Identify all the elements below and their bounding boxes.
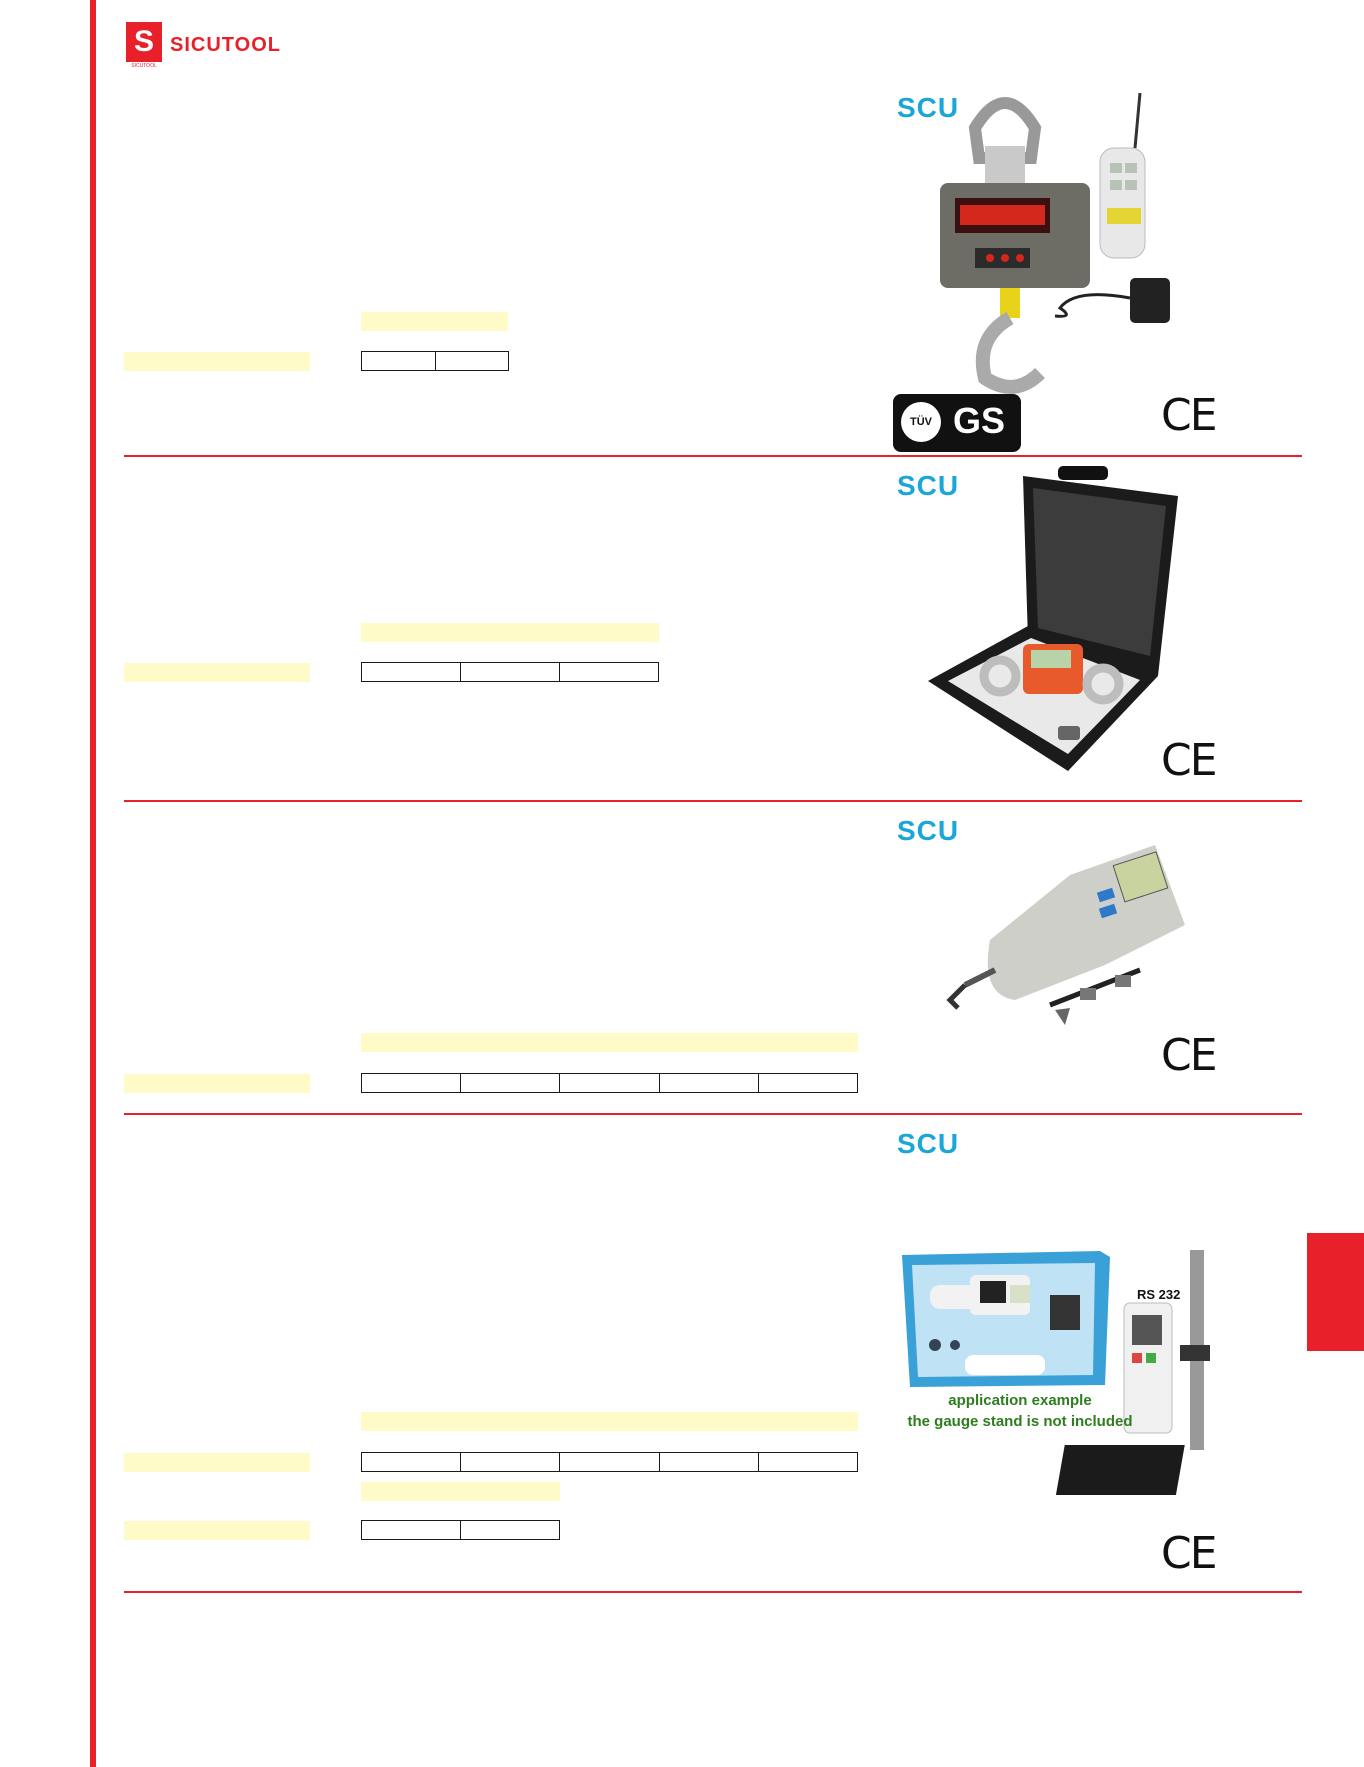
ce-mark: CE <box>1161 390 1218 441</box>
chapter-side-tab <box>1307 1233 1364 1351</box>
row-label-highlight <box>124 1453 310 1472</box>
scu-logo: SCU <box>897 92 960 123</box>
table-header-highlight <box>361 1412 858 1431</box>
logo-subtext: SICUTOOL <box>131 63 157 69</box>
section-divider <box>124 800 1302 802</box>
ce-mark: CE <box>1161 1030 1218 1081</box>
tuv-icon: TÜV <box>901 402 941 442</box>
table-cell <box>461 1521 559 1539</box>
row-label-highlight <box>124 352 310 371</box>
left-accent-bar <box>90 0 96 1767</box>
ce-mark: CE <box>1161 1528 1218 1579</box>
row-label-highlight <box>124 663 310 682</box>
logo-mark: S <box>126 22 162 62</box>
gs-icon: GS <box>953 400 1006 441</box>
table-cell <box>461 663 560 681</box>
scu-logo: SCU <box>897 815 960 846</box>
row-label-highlight <box>124 1074 310 1093</box>
digital-force-gauge-kit-icon <box>902 1250 1210 1495</box>
table-cell <box>362 663 461 681</box>
tuv-gs-certification-badge: TÜV GS <box>893 394 1021 452</box>
spec-table-row <box>361 351 509 371</box>
table-cell <box>436 352 509 370</box>
force-gauge-icon <box>946 845 1185 1025</box>
table-cell <box>759 1453 857 1471</box>
spec-table-row <box>361 1520 560 1540</box>
section-divider <box>124 455 1302 457</box>
table-cell <box>362 1074 462 1092</box>
table-header-highlight <box>361 1033 858 1052</box>
case-dynamometer-icon <box>928 466 1178 771</box>
spec-table-row <box>361 662 659 682</box>
section-divider <box>124 1591 1302 1593</box>
ce-mark: CE <box>1161 735 1218 786</box>
table-cell <box>362 352 436 370</box>
rs232-label: RS 232 <box>1137 1287 1181 1302</box>
table-cell <box>759 1074 857 1092</box>
caption-line-2: the gauge stand is not included <box>907 1413 1133 1430</box>
row-label-highlight <box>124 1521 310 1540</box>
spec-table-row <box>361 1452 858 1472</box>
table-cell <box>461 1453 561 1471</box>
table-header-highlight <box>361 1482 560 1501</box>
table-cell <box>560 1453 660 1471</box>
table-cell <box>362 1453 462 1471</box>
section-divider <box>124 1113 1302 1115</box>
table-cell <box>560 1074 660 1092</box>
scu-logo: SCU <box>897 1128 960 1159</box>
table-cell <box>362 1521 461 1539</box>
crane-scale-icon <box>940 92 1170 394</box>
table-cell <box>660 1074 759 1092</box>
table-cell <box>660 1453 759 1471</box>
table-header-highlight <box>361 312 508 331</box>
table-header-highlight <box>361 623 659 642</box>
caption-line-1: application example <box>948 1392 1092 1409</box>
table-cell <box>461 1074 561 1092</box>
table-cell <box>560 663 658 681</box>
spec-table-row <box>361 1073 858 1093</box>
scu-logo: SCU <box>897 470 960 501</box>
logo-name: SICUTOOL <box>170 34 281 56</box>
